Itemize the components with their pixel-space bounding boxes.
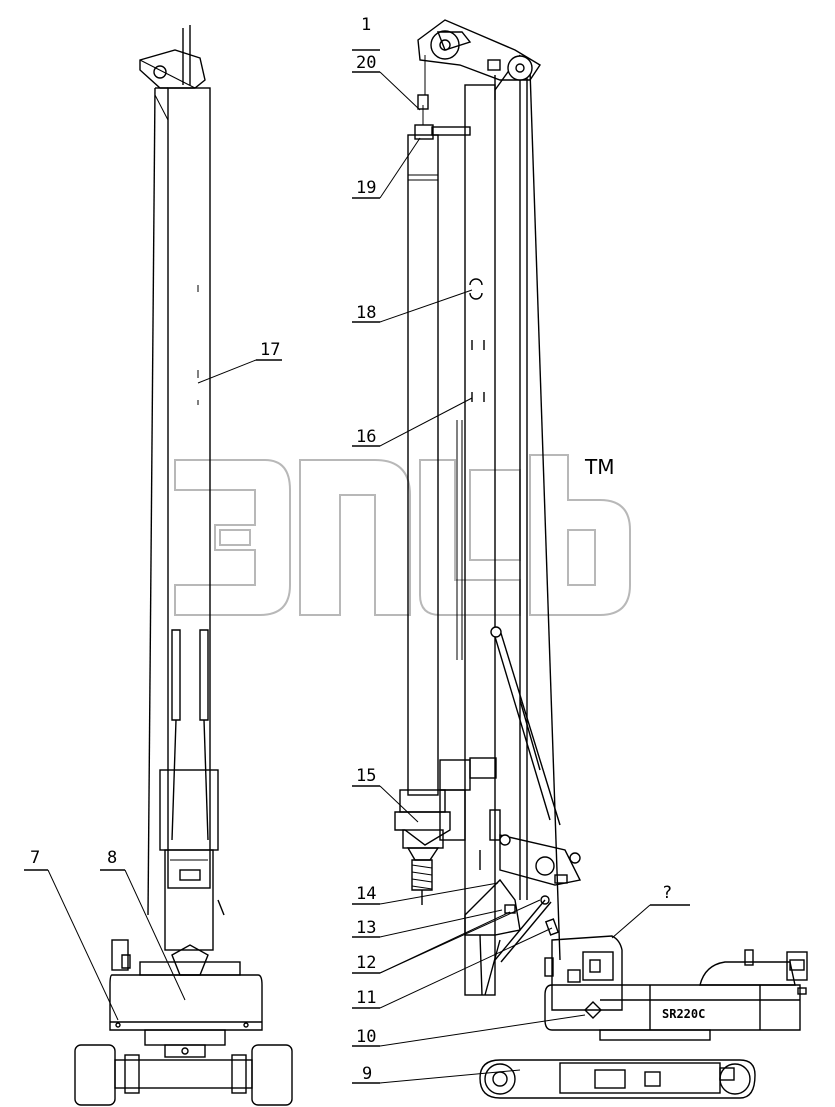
watermark-tm: TM [584,455,614,479]
callout-11: 11 [356,988,376,1008]
callout-leaders [24,49,690,1084]
model-badge: SR220C [662,1007,705,1021]
callout-14: 14 [356,884,376,904]
front-view-rig [74,25,293,1106]
callout-15: 15 [356,766,376,786]
callout-19: 19 [356,178,376,198]
callout-labels: 1 20 19 18 17 16 15 14 13 12 11 10 9 8 7… [30,15,672,1084]
callout-13: 13 [356,918,376,938]
callout-7: 7 [30,848,40,868]
callout-20: 20 [356,53,376,73]
callout-1: 1 [361,15,371,35]
watermark-logo: TM [174,454,631,616]
callout-8: 8 [107,848,117,868]
callout-9: 9 [362,1064,372,1084]
callout-10: 10 [356,1027,376,1047]
side-view-rig: SR220C [394,19,808,1099]
callout-unknown: ? [662,883,672,903]
callout-16: 16 [356,427,376,447]
callout-12: 12 [356,953,376,973]
callout-18: 18 [356,303,376,323]
callout-17: 17 [260,340,280,360]
